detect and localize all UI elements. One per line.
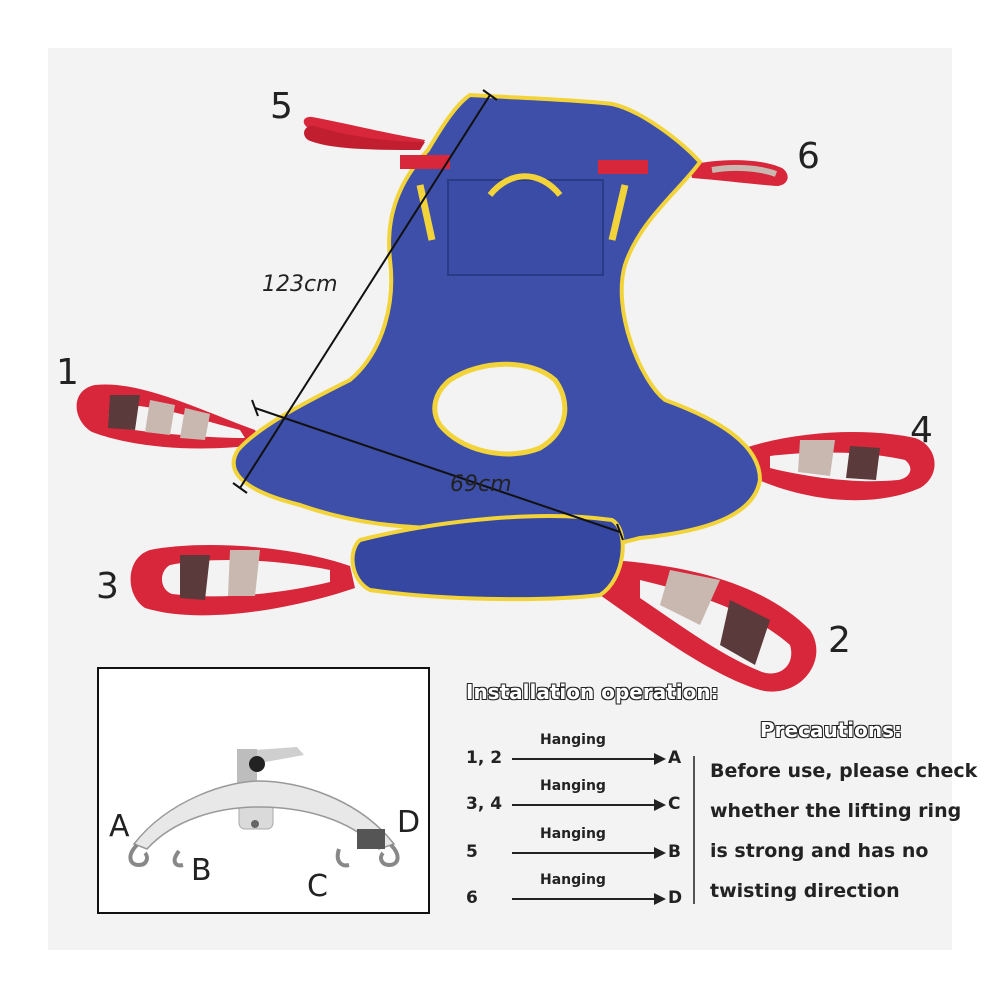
installation-row: 6 Hanging D (466, 872, 686, 912)
row-action: Hanging (540, 872, 606, 888)
row-hook: B (668, 842, 681, 862)
row-action: Hanging (540, 778, 606, 794)
row-straps: 5 (466, 842, 478, 862)
spreader-bar-inset: A B C D (97, 667, 430, 914)
arrow-icon (512, 893, 666, 905)
precaution-line: Before use, please check (710, 760, 978, 782)
strap-4 (745, 432, 935, 501)
precaution-line: twisting direction (710, 880, 900, 902)
strap-2 (600, 560, 817, 692)
row-straps: 1, 2 (466, 748, 503, 768)
strap-label-4: 4 (910, 410, 933, 451)
row-hook: D (668, 888, 683, 908)
row-straps: 6 (466, 888, 478, 908)
precautions-title: Precautions: (759, 717, 902, 742)
spreader-bar-drawing (128, 747, 400, 868)
row-action: Hanging (540, 826, 606, 842)
installation-row: 5 Hanging B (466, 826, 686, 866)
strap-label-6: 6 (797, 136, 820, 177)
strap-label-5: 5 (270, 86, 293, 127)
strap-1 (76, 384, 262, 449)
row-action: Hanging (540, 732, 606, 748)
arrow-icon (512, 847, 666, 859)
installation-row: 3, 4 Hanging C (466, 778, 686, 818)
precaution-line: is strong and has no (710, 840, 929, 862)
arrow-icon (512, 799, 666, 811)
strap-label-3: 3 (96, 566, 119, 607)
hook-label-c: C (307, 869, 328, 904)
hook-label-a: A (109, 809, 130, 844)
row-hook: C (668, 794, 681, 814)
strap-3 (130, 545, 355, 616)
strap-5 (303, 116, 425, 150)
arrow-icon (512, 753, 666, 765)
strap-6 (690, 160, 788, 186)
row-hook: A (668, 748, 682, 768)
strap-label-1: 1 (56, 352, 79, 393)
section-divider (693, 756, 695, 904)
hook-label-b: B (191, 853, 212, 888)
width-dimension: 69cm (450, 472, 512, 497)
dimension-lines (232, 89, 624, 541)
installation-title: Installation operation: (465, 679, 719, 704)
installation-row: 1, 2 Hanging A (466, 732, 686, 772)
precaution-line: whether the lifting ring (710, 800, 962, 822)
length-dimension: 123cm (262, 272, 338, 297)
hook-label-d: D (397, 805, 421, 840)
sling-body (231, 92, 763, 602)
row-straps: 3, 4 (466, 794, 503, 814)
strap-label-2: 2 (828, 620, 851, 661)
